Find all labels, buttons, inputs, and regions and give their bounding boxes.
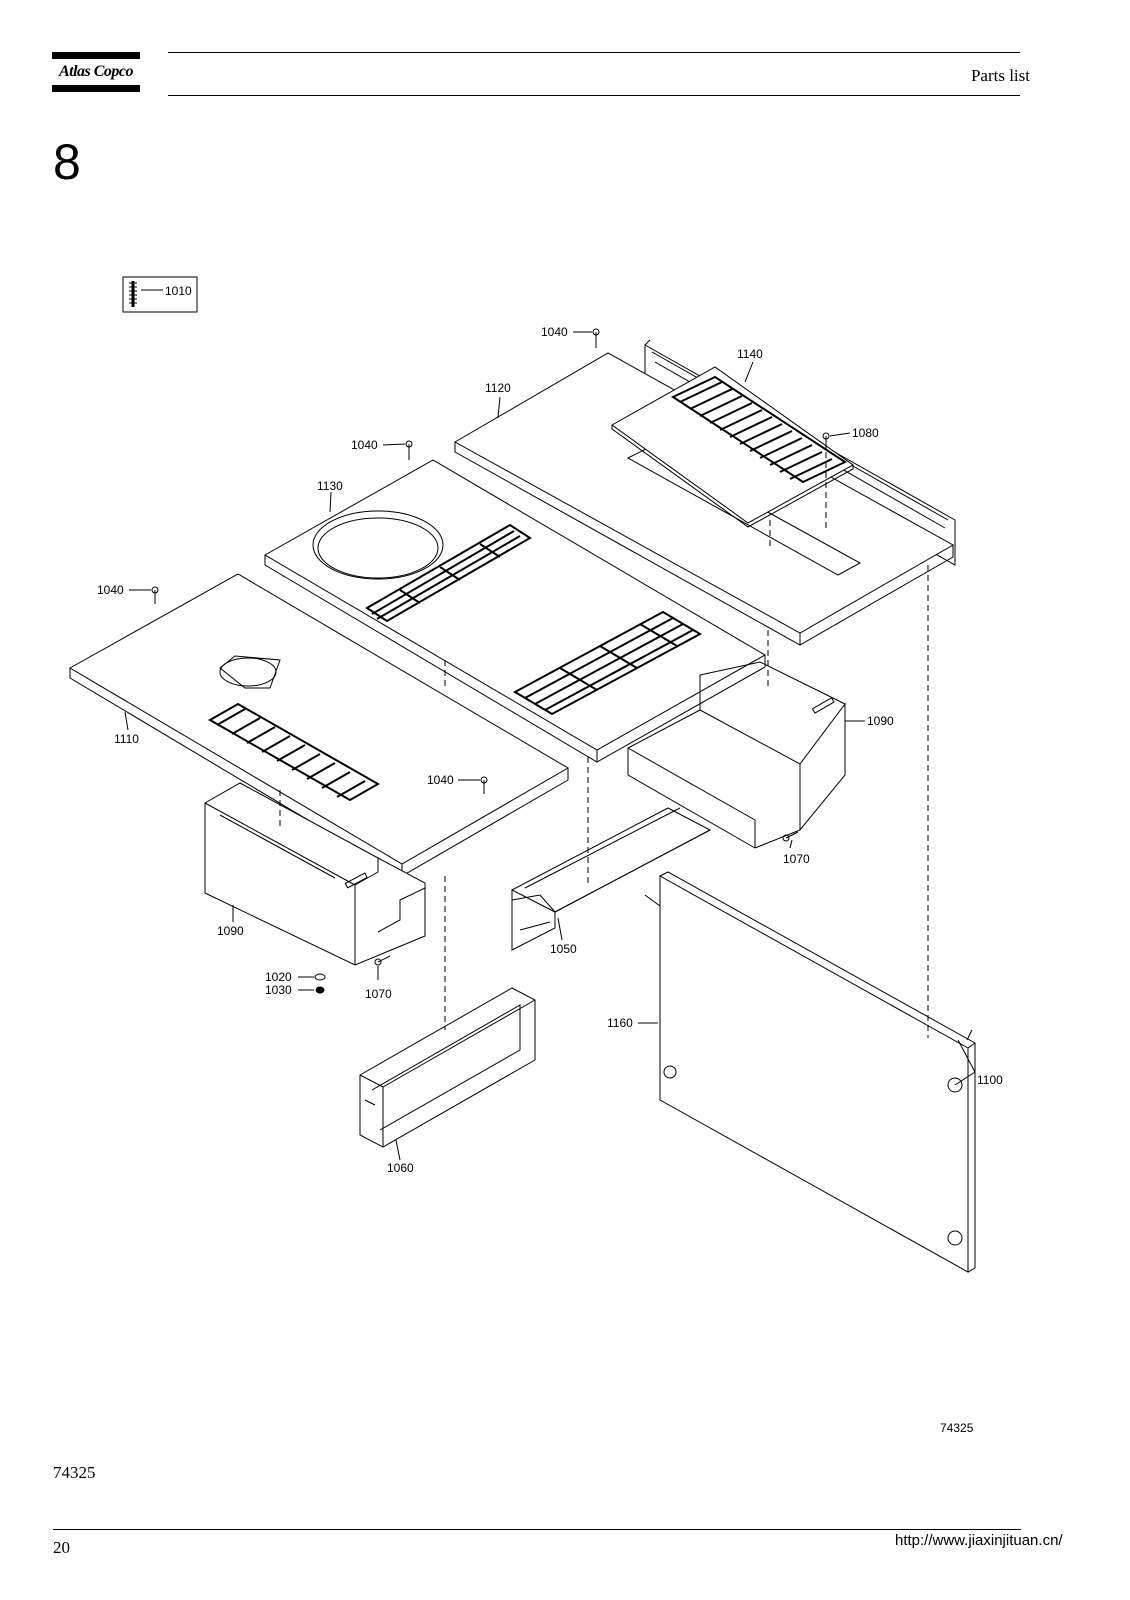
footer-rule: [53, 1529, 1021, 1530]
footer-url[interactable]: http://www.jiaxinjituan.cn/: [895, 1532, 1063, 1549]
panel-1160: [644, 871, 976, 1273]
callout-1070-left: 1070: [365, 987, 392, 1001]
atlas-copco-logo: Atlas Copco: [52, 52, 140, 92]
logo-wordmark: Atlas Copco: [58, 63, 134, 80]
callout-1070-right: 1070: [783, 852, 810, 866]
callout-1040-mid: 1040: [351, 438, 378, 452]
figure-number: 74325: [940, 1421, 974, 1435]
panel-1110: [68, 573, 569, 877]
section-title: Parts list: [970, 66, 1030, 85]
callout-1020: 1020: [265, 970, 292, 984]
callout-1040-left: 1040: [97, 583, 124, 597]
callout-1080: 1080: [852, 426, 879, 440]
tray-1060: [359, 987, 536, 1148]
callout-1140: 1140: [737, 347, 763, 361]
panel-1130: [263, 459, 767, 763]
callout-1030: 1030: [265, 983, 292, 997]
duct-1090-left: [204, 782, 426, 966]
vent-grille-1130-a: [365, 523, 532, 623]
callout-1090-left: 1090: [217, 924, 244, 938]
callout-1090-right: 1090: [867, 714, 894, 728]
callout-1100: 1100: [977, 1073, 1003, 1087]
callout-1040-low: 1040: [427, 773, 454, 787]
legend-box: [122, 276, 198, 313]
callout-1110: 1110: [114, 732, 139, 746]
hardware-screws: [151, 328, 973, 1041]
logo-top-bar: [52, 52, 140, 59]
chapter-number: 8: [53, 134, 81, 190]
duct-1090-right: [627, 661, 846, 849]
callout-1120: 1120: [485, 381, 511, 395]
leader-lines: [124, 331, 976, 1161]
legend-label-1010: 1010: [165, 284, 192, 298]
logo-bottom-bar: [52, 85, 140, 92]
header-rule-bottom: [168, 95, 1020, 96]
header-rule-top: [168, 52, 1020, 53]
tray-1050: [510, 807, 712, 951]
vent-grille-1130-b: [512, 610, 703, 716]
callout-1130: 1130: [317, 479, 343, 493]
page-number: 20: [53, 1538, 70, 1557]
vent-grille-1140: [670, 375, 848, 484]
callout-1050: 1050: [550, 942, 577, 956]
vent-plate-1140: [611, 366, 854, 528]
vent-grille-1110: [207, 702, 381, 802]
doc-number: 74325: [53, 1463, 96, 1482]
alignment-lines: [279, 452, 929, 1038]
callout-1060: 1060: [387, 1161, 414, 1175]
callout-1160: 1160: [607, 1016, 633, 1030]
callout-1040-top: 1040: [541, 325, 568, 339]
